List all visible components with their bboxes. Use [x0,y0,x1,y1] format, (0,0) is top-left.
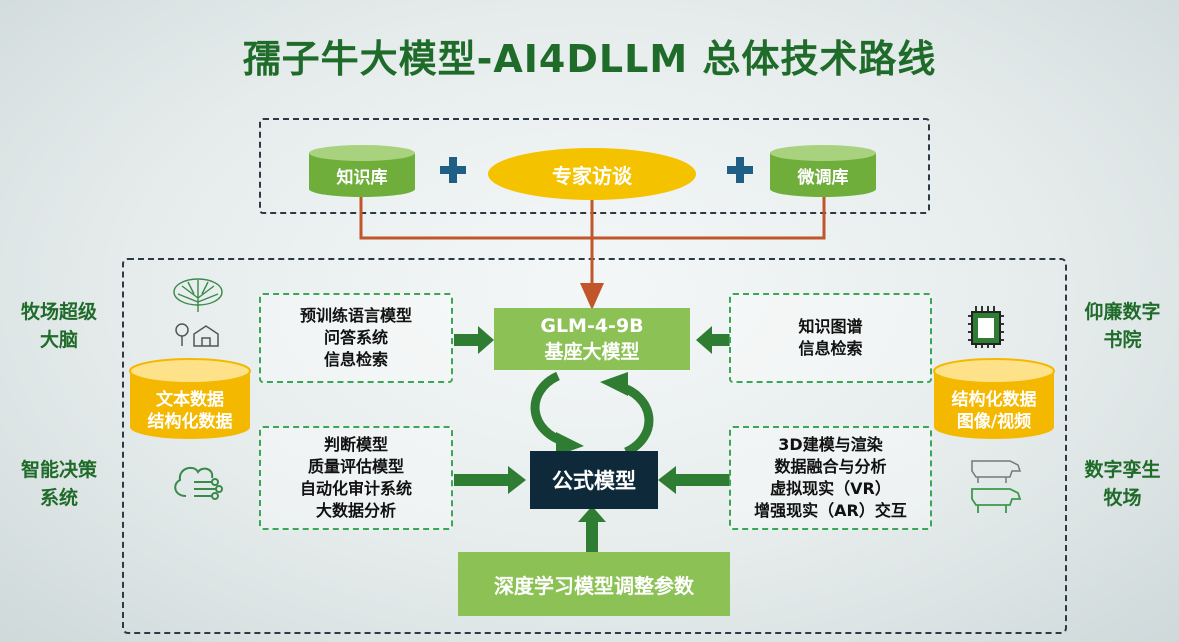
box-line: 增强现实（AR）交互 [754,501,907,520]
arrow-left-top-to-glm [454,326,494,354]
left-bottom-box: 判断模型 质量评估模型 自动化审计系统 大数据分析 [259,426,453,530]
text-data-cylinder [129,358,251,439]
side-label-line: 数字孪生 [1084,459,1161,481]
cylinder-line: 文本数据 [156,390,224,410]
side-label-digital-twin: 数字孪生 牧场 [1066,456,1179,512]
left-top-box: 预训练语言模型 问答系统 信息检索 [259,293,453,383]
side-label-line: 大脑 [39,329,78,351]
model-system-frame [122,258,1067,634]
side-label-digital-academy: 仰廉数字 书院 [1066,298,1179,354]
cow-icon [971,460,1022,513]
cycle-arrows-icon [530,371,654,457]
cylinder-line: 图像/视频 [956,412,1032,432]
knowledge-base-label: 知识库 [336,167,388,188]
text-data-label: 文本数据 结构化数据 [127,389,253,433]
expert-interview: 专家访谈 [488,148,696,200]
structured-data-cylinder [933,358,1055,439]
box-line: 自动化审计系统 [299,479,412,498]
box-line: 大数据分析 [315,501,396,520]
box-line: 虚拟现实（VR） [770,479,891,498]
box-line: 信息检索 [323,350,388,369]
finetune-base-cylinder [770,145,876,197]
side-label-line: 书院 [1103,329,1142,351]
arrow-right-top-to-glm [696,326,730,354]
glm-name: GLM-4-9B [540,315,644,337]
input-sources-frame [259,118,930,214]
glm-base-model: GLM-4-9B 基座大模型 [494,308,690,370]
page-title: 孺子牛大模型-AI4DLLM 总体技术路线 [242,37,937,81]
side-label-line: 仰廉数字 [1084,301,1161,323]
structured-data-label: 结构化数据 图像/视频 [931,389,1057,433]
cylinder-line: 结构化数据 [147,412,233,432]
knowledge-base-cylinder [309,145,415,197]
deep-learning-tuning: 深度学习模型调整参数 [458,552,730,616]
side-label-decision-system: 智能决策 系统 [0,456,118,512]
right-bottom-box: 3D建模与渲染 数据融合与分析 虚拟现实（VR） 增强现实（AR）交互 [729,426,932,530]
box-line: 判断模型 [323,435,388,454]
formula-model: 公式模型 [530,451,658,509]
side-label-line: 系统 [39,487,78,509]
farm-icon [175,323,219,347]
arrow-deep-to-formula [578,506,606,552]
side-label-pasture-brain: 牧场超级 大脑 [0,298,118,354]
box-line: 数据融合与分析 [774,457,887,476]
source-merge-lines [359,193,826,310]
box-line: 质量评估模型 [307,457,404,476]
cloud-network-icon [174,466,223,500]
side-label-line: 智能决策 [20,459,97,481]
box-line: 3D建模与渲染 [778,435,883,454]
box-line: 信息检索 [798,339,863,358]
plus-icon [440,157,466,183]
box-line: 问答系统 [323,328,388,347]
box-line: 知识图谱 [798,317,863,336]
arrow-right-bottom-to-formula [658,466,730,494]
plus-icon [727,157,753,183]
side-label-line: 牧场 [1103,487,1142,509]
box-line: 预训练语言模型 [299,306,412,325]
chip-icon [968,306,1004,348]
finetune-base-label: 微调库 [797,167,849,188]
side-label-line: 牧场超级 [20,301,97,323]
cylinder-line: 结构化数据 [951,390,1037,410]
brain-tree-icon [173,278,223,312]
glm-desc: 基座大模型 [544,341,640,363]
right-top-box: 知识图谱 信息检索 [729,293,932,383]
arrow-left-bottom-to-formula [454,466,526,494]
